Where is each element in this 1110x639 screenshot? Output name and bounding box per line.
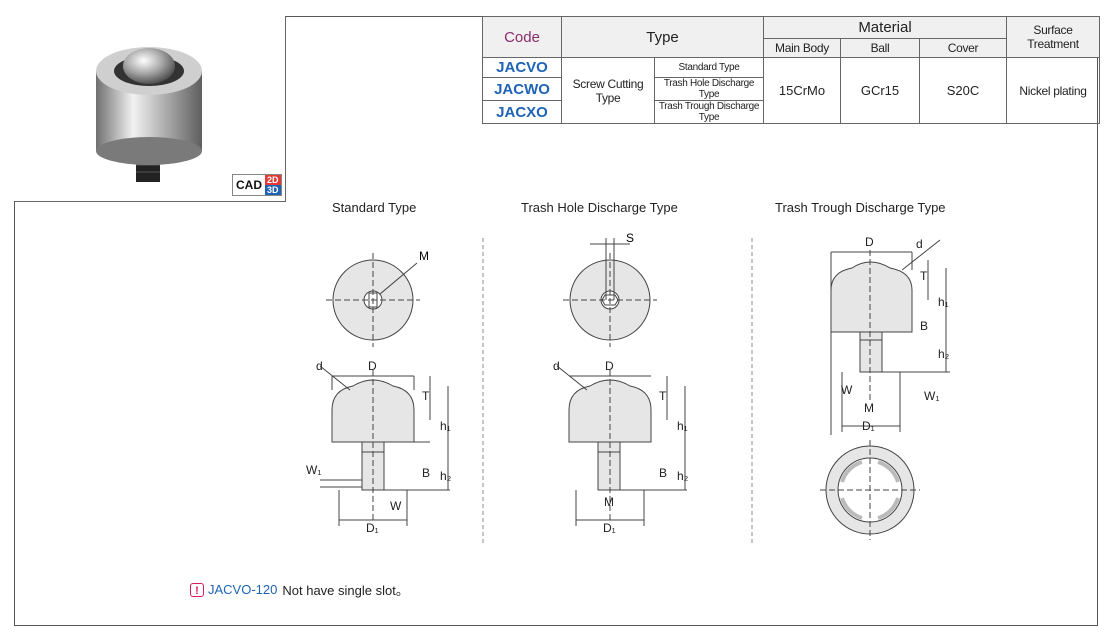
dim-h2-standard: h₂ xyxy=(440,469,452,483)
warning-icon: ! xyxy=(190,582,204,597)
dim-M-trough: M xyxy=(864,401,874,415)
title-trash-trough: Trash Trough Discharge Type xyxy=(775,200,946,215)
cover-header: Cover xyxy=(919,38,1007,58)
dim-W1-standard: W₁ xyxy=(306,463,321,477)
dim-h2-hole: h₂ xyxy=(677,469,689,483)
dim-D1-trough: D₁ xyxy=(862,419,875,433)
dim-W-trough: W xyxy=(841,383,853,397)
code-header: Code xyxy=(482,16,562,58)
dim-h1-standard: h₁ xyxy=(440,419,451,433)
standard-top-view xyxy=(326,253,420,347)
dim-D1-hole: D₁ xyxy=(603,521,616,535)
dim-h2-trough: h₂ xyxy=(938,347,950,361)
subtype-trash-hole: Trash Hole Discharge Type xyxy=(654,77,764,101)
code-jacwo[interactable]: JACWO xyxy=(482,77,562,101)
ball-transfer-image xyxy=(96,47,202,182)
dim-W1-trough: W₁ xyxy=(924,389,939,403)
note-code[interactable]: JACVO-120 xyxy=(208,582,278,597)
code-jacxo[interactable]: JACXO xyxy=(482,100,562,124)
code-jacvo[interactable]: JACVO xyxy=(482,57,562,78)
type-header: Type xyxy=(561,16,764,58)
cad-badge[interactable]: CAD 2D 3D xyxy=(232,174,282,196)
ball-value: GCr15 xyxy=(840,57,920,124)
dim-M-standard: M xyxy=(419,249,429,263)
type-group: Screw Cutting Type xyxy=(561,57,655,124)
footnote: ! JACVO-120 Not have single slot。 xyxy=(190,580,409,599)
trash-hole-top-view xyxy=(563,238,657,347)
subtype-trash-trough: Trash Trough Discharge Type xyxy=(654,100,764,124)
dim-d-hole: d xyxy=(553,359,560,373)
trash-trough-bottom-view xyxy=(820,440,920,540)
cad-2d-label: 2D xyxy=(265,175,281,185)
material-header: Material xyxy=(763,16,1007,39)
dim-D1-standard: D₁ xyxy=(366,521,379,535)
trash-hole-side-view xyxy=(556,365,687,526)
dim-T-trough: T xyxy=(920,269,928,283)
cover-value: S20C xyxy=(919,57,1007,124)
dim-d-standard: d xyxy=(316,359,323,373)
main-body-header: Main Body xyxy=(763,38,841,58)
dim-h1-hole: h₁ xyxy=(677,419,688,433)
cad-3d-label: 3D xyxy=(265,185,281,195)
technical-drawings: Standard Type Trash Hole Discharge Type … xyxy=(306,200,950,546)
dim-B-hole: B xyxy=(659,466,667,480)
cad-label: CAD xyxy=(236,178,262,192)
dim-T-standard: T xyxy=(422,389,430,403)
subtype-standard: Standard Type xyxy=(654,57,764,78)
title-standard: Standard Type xyxy=(332,200,416,215)
dim-D-standard: D xyxy=(368,359,377,373)
note-text: Not have single slot。 xyxy=(282,583,409,598)
dim-h1-trough: h₁ xyxy=(938,295,949,309)
dim-M-hole: M xyxy=(604,495,614,509)
standard-side-view xyxy=(319,365,450,526)
dim-T-hole: T xyxy=(659,389,667,403)
surface-header: Surface Treatment xyxy=(1006,16,1100,58)
dim-B-standard: B xyxy=(422,466,430,480)
surface-value: Nickel plating xyxy=(1006,57,1100,124)
title-trash-hole: Trash Hole Discharge Type xyxy=(521,200,678,215)
dim-d-trough: d xyxy=(916,237,923,251)
dim-D-hole: D xyxy=(605,359,614,373)
main-body-value: 15CrMo xyxy=(763,57,841,124)
dim-W-standard: W xyxy=(390,499,402,513)
dim-B-trough: B xyxy=(920,319,928,333)
trash-trough-side-view xyxy=(830,239,950,435)
product-photo: CAD 2D 3D xyxy=(14,16,286,202)
ball-header: Ball xyxy=(840,38,920,58)
dim-D-trough: D xyxy=(865,235,874,249)
dim-S-hole: S xyxy=(626,231,634,245)
spec-table: Code Type Material Surface Treatment Mai… xyxy=(482,16,1100,124)
